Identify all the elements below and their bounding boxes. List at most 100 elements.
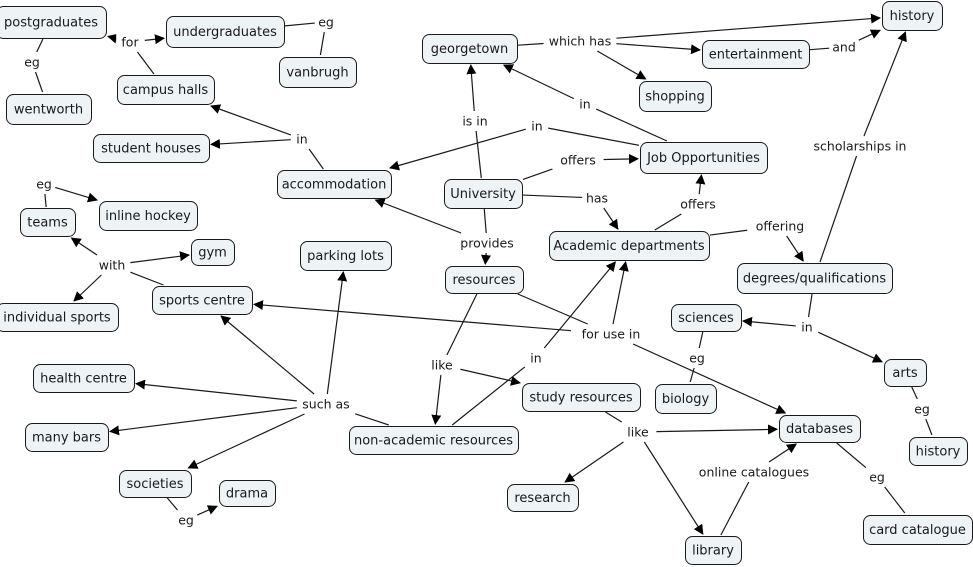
linking-phrase-in-acc: in bbox=[296, 132, 307, 147]
concept-inline-hockey[interactable]: inline hockey bbox=[99, 201, 198, 231]
concept-study-resources[interactable]: study resources bbox=[522, 383, 641, 412]
linking-phrase-like-res: like bbox=[431, 358, 453, 373]
concept-sports-centre[interactable]: sports centre bbox=[152, 286, 253, 315]
concept-box bbox=[909, 437, 968, 466]
linking-phrase-background bbox=[572, 325, 650, 343]
edge-university-to-provides bbox=[483, 208, 487, 234]
linking-phrase-eg-sci: eg bbox=[689, 351, 705, 366]
edge-with-to-individual_sports bbox=[73, 274, 102, 302]
edge-like_res-to-study_resources bbox=[460, 368, 521, 386]
edge-such_as-to-many_bars bbox=[109, 407, 297, 436]
edge-societies-to-eg_soc bbox=[166, 497, 178, 511]
edge-university-to-offers_uni bbox=[522, 168, 553, 180]
concept-non-academic[interactable]: non-academic resources bbox=[349, 426, 519, 455]
edge-scholarships_in-to-history_top bbox=[863, 31, 907, 137]
concept-research[interactable]: research bbox=[507, 484, 579, 512]
concept-label: non-academic resources bbox=[354, 434, 513, 449]
concept-databases[interactable]: databases bbox=[779, 415, 861, 443]
concept-vanbrugh[interactable]: vanbrugh bbox=[279, 57, 357, 88]
concept-history-top[interactable]: history bbox=[882, 1, 943, 31]
edge-which_has-to-entertainment bbox=[616, 43, 701, 55]
edge-which_has-to-history_top bbox=[616, 13, 881, 39]
edge-eg_teams-to-inline_hockey bbox=[55, 186, 98, 203]
linking-phrase-background bbox=[94, 256, 130, 274]
concept-box bbox=[93, 134, 210, 163]
concept-job-opportunities[interactable]: Job Opportunities bbox=[640, 142, 768, 174]
edge-is_in-to-georgetown bbox=[466, 64, 477, 112]
linking-phrase-background bbox=[454, 112, 496, 130]
linking-phrase-eg-soc: eg bbox=[178, 513, 194, 528]
linking-phrase-background bbox=[33, 175, 55, 193]
concept-card-catalogue[interactable]: card catalogue bbox=[863, 515, 973, 545]
edge-arts-to-eg_arts bbox=[911, 386, 918, 400]
concept-library[interactable]: library bbox=[685, 536, 742, 565]
concept-label: drama bbox=[226, 487, 268, 502]
linking-phrase-background bbox=[748, 217, 812, 235]
edge-offering-to-degrees bbox=[786, 235, 804, 262]
edge-in_job-to-accommodation bbox=[389, 128, 526, 171]
concept-academic-departments[interactable]: Academic departments bbox=[549, 231, 710, 261]
edge-in_deg-to-arts bbox=[817, 331, 883, 363]
concept-history-arts[interactable]: history bbox=[909, 437, 968, 466]
edge-non_academic-to-in_nonacad bbox=[451, 366, 526, 426]
concept-label: databases bbox=[786, 422, 853, 437]
concept-university[interactable]: University bbox=[444, 179, 523, 209]
concept-label: inline hockey bbox=[105, 209, 191, 224]
linking-phrase-background bbox=[686, 349, 708, 367]
concept-undergraduates[interactable]: undergraduates bbox=[166, 16, 285, 48]
edge-university-to-is_in bbox=[475, 130, 482, 179]
concept-gym[interactable]: gym bbox=[191, 239, 235, 266]
linking-phrase-background bbox=[315, 13, 337, 31]
concept-student-houses[interactable]: student houses bbox=[93, 134, 210, 163]
concept-label: campus halls bbox=[123, 83, 209, 98]
edge-job_opportunities-to-in_job bbox=[548, 127, 640, 146]
edge-undergraduates-to-eg_ug bbox=[284, 22, 315, 27]
concept-individual-sports[interactable]: individual sports bbox=[0, 303, 119, 332]
concept-campus-halls[interactable]: campus halls bbox=[117, 75, 215, 105]
concept-societies[interactable]: societies bbox=[119, 470, 192, 498]
concept-sciences[interactable]: sciences bbox=[671, 304, 742, 332]
edge-job_opportunities-to-in_geo bbox=[595, 108, 668, 142]
concept-health-centre[interactable]: health centre bbox=[33, 364, 135, 393]
concept-arts[interactable]: arts bbox=[884, 359, 927, 387]
edge-eg_db-to-card_catalogue bbox=[884, 486, 906, 514]
edge-for_use_in-to-sports_centre bbox=[253, 300, 572, 332]
concept-wentworth[interactable]: wentworth bbox=[6, 94, 92, 125]
concept-label: undergraduates bbox=[173, 25, 277, 40]
linking-phrase-eg-ug: eg bbox=[318, 15, 334, 30]
edge-offers_dept-to-job_opportunities bbox=[695, 174, 706, 195]
edge-like_study-to-library bbox=[643, 441, 704, 535]
concept-postgraduates[interactable]: postgraduates bbox=[0, 6, 107, 39]
concept-box bbox=[279, 57, 357, 88]
concept-entertainment[interactable]: entertainment bbox=[702, 40, 810, 69]
concept-drama[interactable]: drama bbox=[219, 480, 276, 507]
linking-phrase-background bbox=[21, 53, 43, 71]
concept-accommodation[interactable]: accommodation bbox=[277, 170, 392, 199]
concept-label: study resources bbox=[529, 391, 632, 406]
concept-degrees[interactable]: degrees/qualifications bbox=[737, 263, 893, 294]
linking-phrase-in-job: in bbox=[531, 119, 542, 134]
concept-teams[interactable]: teams bbox=[20, 208, 76, 237]
edge-teams-to-eg_teams bbox=[44, 193, 47, 208]
concept-georgetown[interactable]: georgetown bbox=[422, 34, 518, 64]
edge-eg_soc-to-drama bbox=[196, 505, 218, 516]
concept-resources[interactable]: resources bbox=[445, 266, 524, 294]
concept-box bbox=[349, 426, 519, 455]
concept-box bbox=[25, 423, 109, 452]
edge-university-to-has bbox=[522, 194, 583, 199]
concept-label: arts bbox=[892, 366, 917, 381]
concept-parking-lots[interactable]: parking lots bbox=[300, 241, 392, 271]
concept-shopping[interactable]: shopping bbox=[639, 81, 712, 112]
concept-label: University bbox=[450, 187, 516, 202]
concept-many-bars[interactable]: many bars bbox=[25, 423, 109, 452]
edge-postgraduates-to-eg_pg bbox=[36, 38, 44, 53]
edge-library-to-online_catalogues bbox=[720, 481, 750, 536]
linking-phrase-offers-dept: offers bbox=[680, 197, 716, 212]
linking-phrase-such-as: such as bbox=[302, 397, 349, 412]
concept-label: gym bbox=[198, 246, 227, 261]
linking-phrase-eg-pg: eg bbox=[24, 55, 40, 70]
concept-biology[interactable]: biology bbox=[655, 384, 717, 414]
linking-phrase-background bbox=[796, 318, 818, 336]
linking-phrase-background bbox=[544, 32, 616, 50]
